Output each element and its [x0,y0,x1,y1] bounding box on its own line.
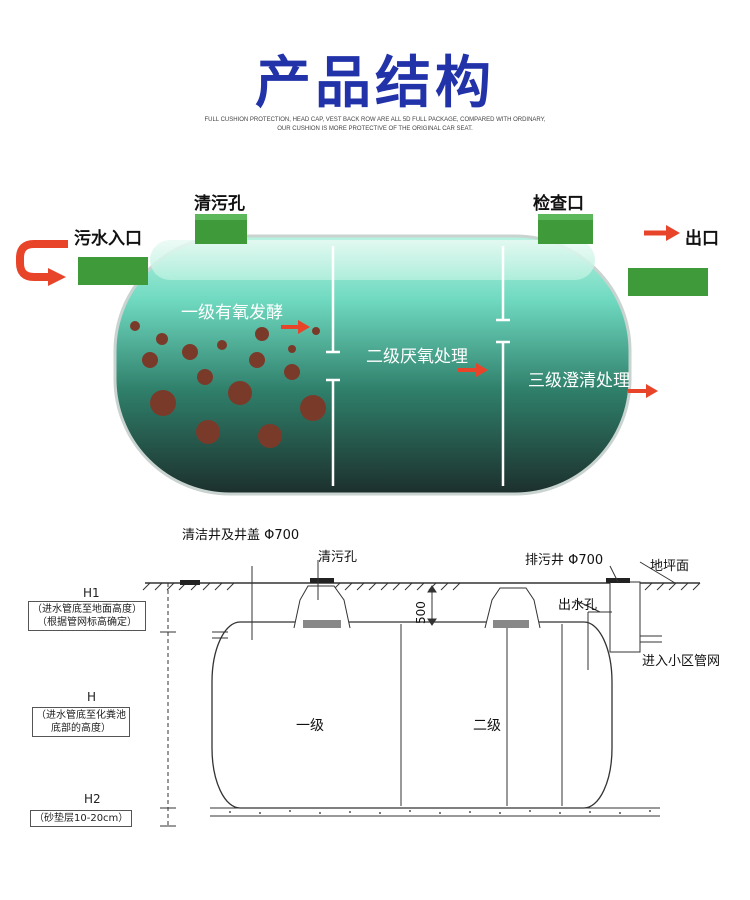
h-label: H [87,690,97,704]
network-label: 进入小区管网 [642,654,721,669]
tank-top-band [150,240,595,280]
inspection-label: 检查口 [533,194,584,214]
clean-hole-label: 清污孔 [194,194,245,214]
drain-well-label: 排污井 Φ700 [525,553,604,568]
drain-well [609,581,641,653]
h-description: （进水管底至化粪池 底部的高度） [32,707,130,737]
chamber-2-label: 二级 [473,718,501,734]
chamber-1-label: 一级 [296,718,324,734]
subtitle-line-2: OUR CUSHION IS MORE PROTECTIVE OF THE OR… [277,126,473,132]
depth-500-label: 500 [414,601,428,624]
ground-label: 地坪面 [650,559,690,574]
outlet-pipe [628,268,708,296]
sludge-particles [130,321,326,448]
clean-well [293,585,351,629]
h1-label: H1 [83,586,100,600]
partitions [326,246,510,486]
clean-well-label: 清洁井及井盖 Φ700 [182,528,300,543]
h1-description: （进水管底至地面高度） （根据管网标高确定） [28,601,146,631]
h2-label: H2 [84,792,101,806]
sand-dots [229,810,651,814]
tank-body [113,234,632,496]
drain-riser [484,587,541,629]
stage-1-label: 一级有氧发酵 [181,303,283,323]
subtitle-line-1: FULL CUSHION PROTECTION, HEAD CAP, VEST … [204,117,546,123]
page-title: 产品结构 [255,51,495,116]
tank-section [211,621,613,809]
section-clean-hole-label: 清污孔 [318,550,358,565]
outlet-hole-label: 出水孔 [558,598,598,613]
inlet-label: 污水入口 [74,229,142,249]
inlet-pipe [78,257,148,285]
outlet-label: 出口 [685,229,719,249]
stage-2-label: 二级厌氧处理 [366,347,468,367]
stage-3-label: 三级澄清处理 [528,371,630,391]
flow-arrows [16,225,680,398]
h2-description: （砂垫层10-20cm） [30,810,133,827]
subtitle: FULL CUSHION PROTECTION, HEAD CAP, VEST … [0,116,750,134]
